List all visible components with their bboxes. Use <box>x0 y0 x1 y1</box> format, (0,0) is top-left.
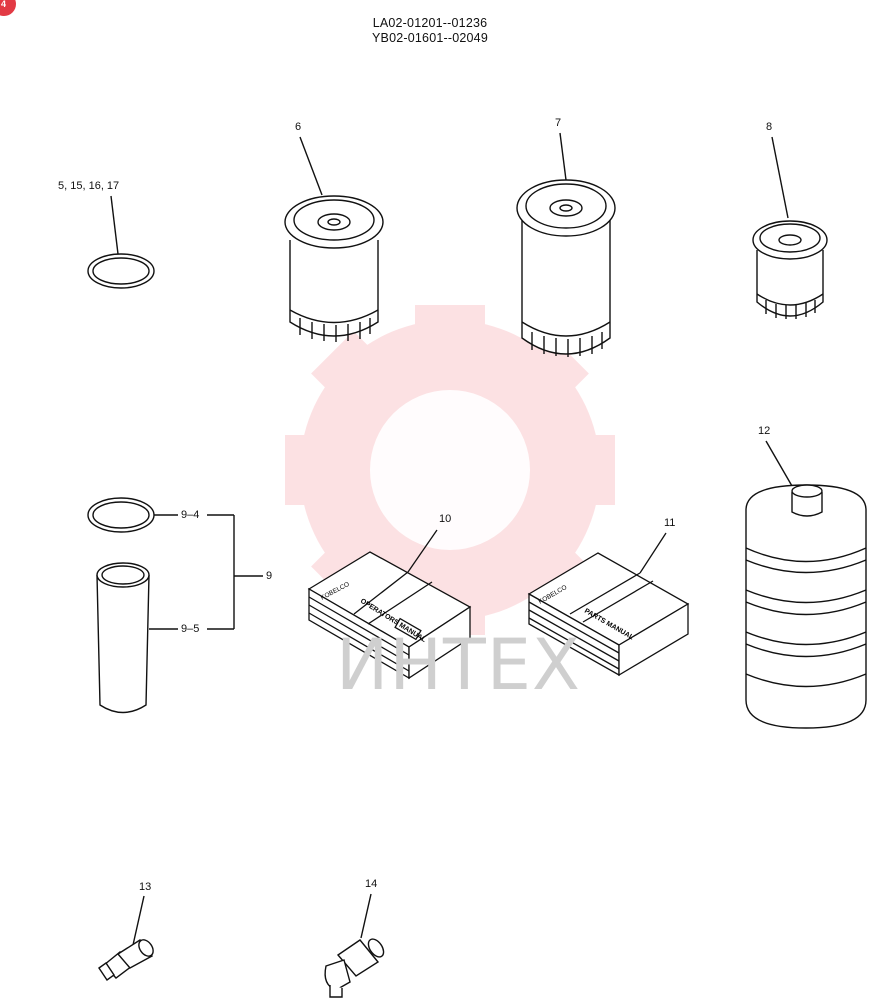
filter-cartridge-7 <box>516 132 616 357</box>
filter-element-9 <box>87 497 263 714</box>
grease-fitting-14 <box>324 893 385 998</box>
watermark-text: ИНТЕХ <box>336 624 581 706</box>
callout-13: 13 <box>139 881 152 893</box>
grease-fitting-13 <box>98 895 154 981</box>
callout-6: 6 <box>295 121 302 133</box>
callout-9-5: 9–5 <box>181 623 200 635</box>
watermark-gear-hub <box>370 390 530 550</box>
filter-cartridge-8 <box>752 136 828 319</box>
operators-manual-10 <box>307 529 472 680</box>
callout-8: 8 <box>766 121 773 133</box>
callout-5-15-16-17: 5, 15, 16, 17 <box>58 180 120 192</box>
callout-9: 9 <box>266 570 273 582</box>
serial-range-header: LA02-01201--01236 YB02-01601--02049 <box>0 16 860 46</box>
grease-bottle-12 <box>745 440 867 729</box>
filter-cartridge-6 <box>284 136 384 342</box>
callout-11: 11 <box>664 517 676 529</box>
callout-10: 10 <box>439 513 452 525</box>
callout-12: 12 <box>758 425 771 437</box>
serial-range-line-2: YB02-01601--02049 <box>372 31 488 45</box>
corner-badge: 4 <box>0 0 16 16</box>
callout-7: 7 <box>555 117 562 129</box>
callout-14: 14 <box>365 878 378 890</box>
parts-manual-11 <box>527 532 690 677</box>
callout-9-4: 9–4 <box>181 509 200 521</box>
serial-range-line-1: LA02-01201--01236 <box>372 16 488 30</box>
o-ring-part <box>87 195 155 289</box>
